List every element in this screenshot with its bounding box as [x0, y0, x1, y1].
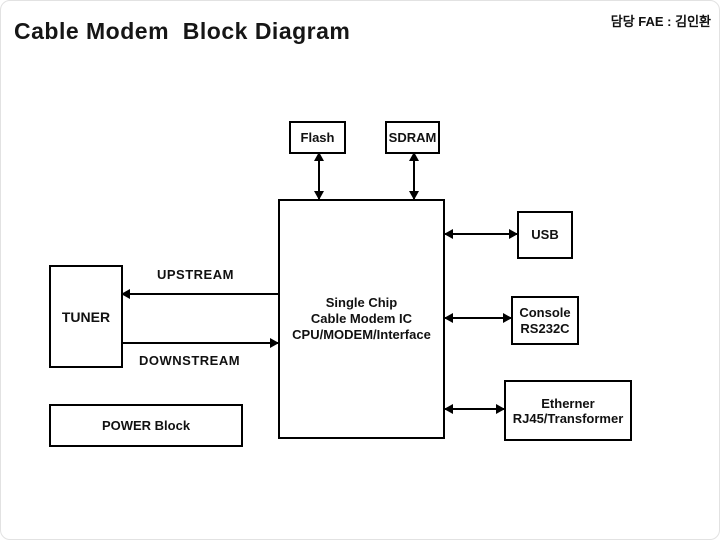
arrowhead-right-icon [496, 404, 505, 414]
arrowhead-right-icon [270, 338, 279, 348]
block-console-label: Console RS232C [519, 305, 570, 337]
block-tuner: TUNER [49, 265, 123, 368]
upstream-arrow [121, 289, 278, 299]
block-usb: USB [517, 211, 573, 259]
arrowhead-left-icon [444, 404, 453, 414]
block-ethernet-label: Etherner RJ45/Transformer [513, 396, 624, 426]
flash-bus-arrow [314, 152, 324, 200]
console-bus-arrow [444, 313, 512, 323]
block-soc-label-line3: CPU/MODEM/Interface [292, 327, 431, 342]
block-console-rs232c: Console RS232C [511, 296, 579, 345]
block-soc-label: Single Chip Cable Modem IC CPU/MODEM/Int… [292, 295, 431, 343]
block-sdram: SDRAM [385, 121, 440, 154]
block-single-chip-cable-modem-ic: Single Chip Cable Modem IC CPU/MODEM/Int… [278, 199, 445, 439]
arrowhead-up-icon [314, 152, 324, 161]
block-usb-label: USB [531, 227, 559, 242]
block-ethernet-label-line1: Etherner [541, 395, 595, 411]
block-ethernet-label-line2: RJ45/Transformer [512, 410, 624, 426]
block-soc-label-line2: Cable Modem IC [310, 311, 413, 326]
ethernet-bus-arrow [444, 404, 505, 414]
block-flash-label: Flash [300, 129, 335, 145]
arrowhead-right-icon [503, 313, 512, 323]
block-flash: Flash [289, 121, 346, 154]
page-title: Cable Modem Block Diagram [14, 18, 351, 44]
arrowhead-down-icon [409, 191, 419, 200]
arrowhead-left-icon [444, 313, 453, 323]
arrowhead-down-icon [314, 191, 324, 200]
block-sdram-label: SDRAM [388, 129, 437, 145]
fae-contact-note: 담당 FAE : 김인환 [610, 14, 711, 29]
arrowhead-up-icon [409, 152, 419, 161]
usb-bus-arrow [444, 229, 518, 239]
block-power-label: POWER Block [101, 417, 191, 433]
block-tuner-label: TUNER [61, 308, 111, 325]
sdram-bus-arrow [409, 152, 419, 200]
downstream-arrow [122, 338, 279, 348]
block-ethernet-rj45-transformer: Etherner RJ45/Transformer [504, 380, 632, 441]
arrowhead-left-icon [444, 229, 453, 239]
arrowhead-left-icon [121, 289, 130, 299]
block-soc-label-line1: Single Chip [325, 295, 398, 310]
downstream-label: DOWNSTREAM [139, 353, 241, 368]
block-console-label-line1: Console [519, 304, 571, 320]
block-power: POWER Block [49, 404, 243, 447]
block-console-label-line2: RS232C [520, 320, 570, 336]
upstream-label: UPSTREAM [157, 267, 234, 282]
arrowhead-right-icon [509, 229, 518, 239]
